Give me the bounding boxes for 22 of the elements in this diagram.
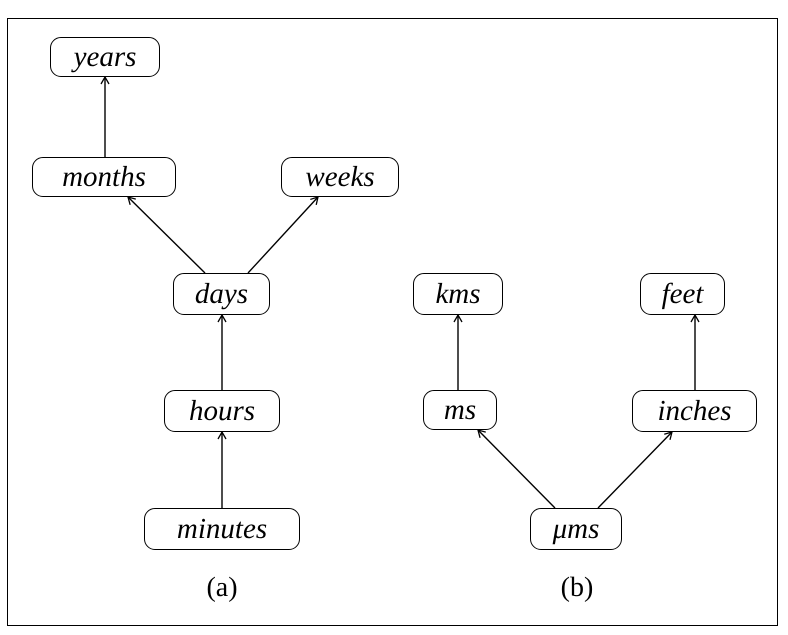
unit-box: μms [530, 508, 622, 550]
arrow [247, 196, 319, 274]
arrow [477, 429, 556, 508]
subfigure-label: (b) [560, 572, 594, 604]
unit-box: weeks [281, 157, 399, 197]
arrow [217, 314, 227, 390]
arrow [453, 314, 463, 390]
unit-box: feet [640, 273, 725, 315]
unit-box: hours [164, 390, 280, 432]
arrow [598, 431, 673, 508]
arrow [217, 431, 227, 508]
subfigure-label: (a) [206, 572, 238, 604]
unit-box: months [32, 157, 176, 197]
arrow [100, 76, 110, 157]
unit-box: years [50, 37, 160, 77]
unit-box: inches [632, 390, 757, 432]
unit-box: ms [423, 390, 497, 430]
unit-box: minutes [144, 508, 300, 550]
unit-box: kms [413, 273, 503, 315]
arrow [127, 196, 206, 274]
unit-box: days [173, 273, 270, 315]
arrow [690, 314, 700, 390]
